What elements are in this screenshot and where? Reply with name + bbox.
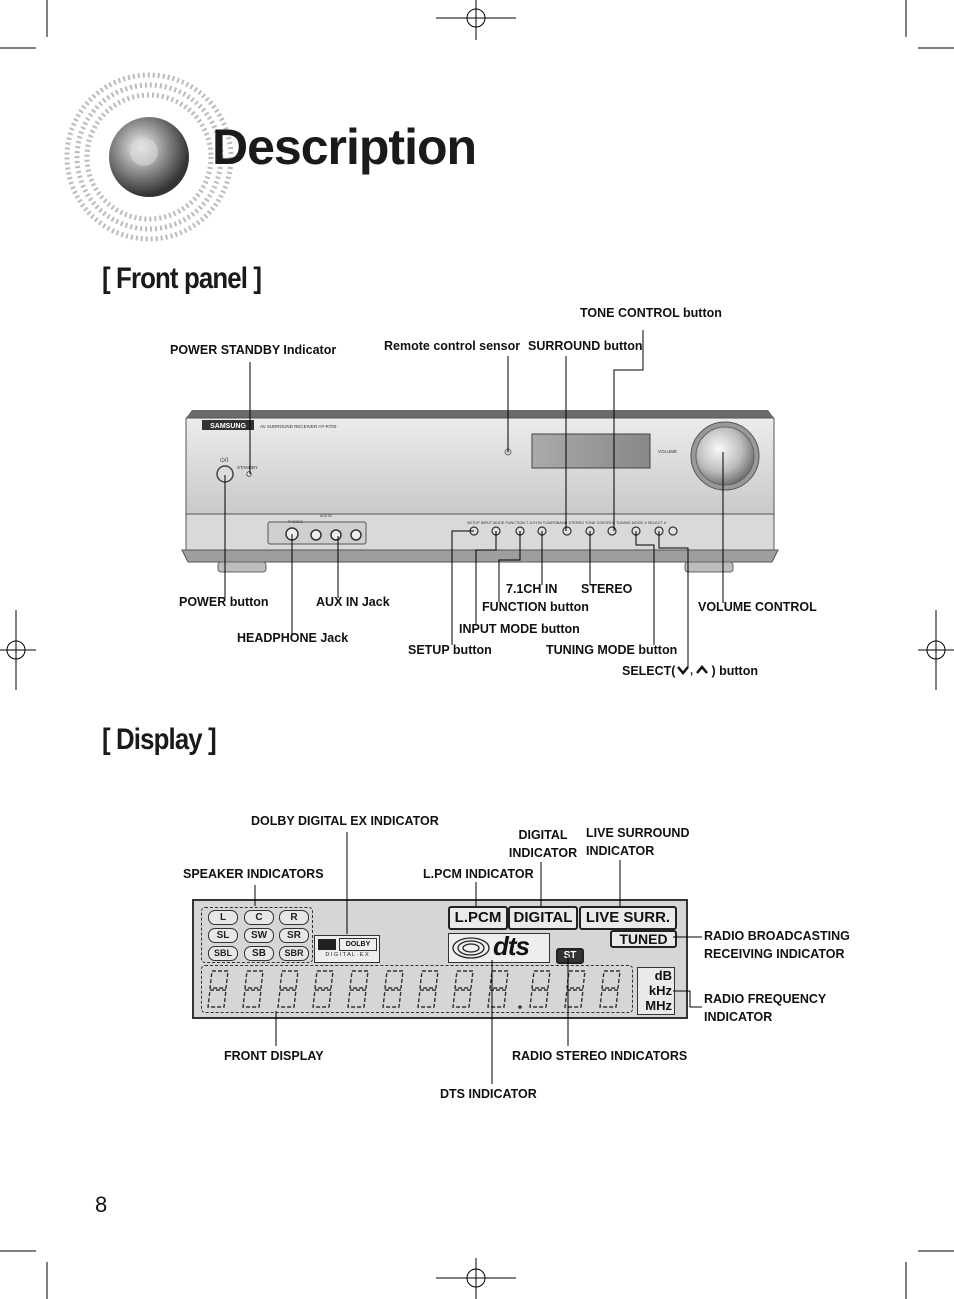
dolby-sub-text: D I G I T A L · E X: [325, 952, 369, 958]
dolby-ex-indicator: DOLBY D I G I T A L · E X: [314, 935, 380, 963]
unit-db: dB: [654, 968, 672, 983]
tuned-indicator: TUNED: [610, 930, 677, 948]
brand-text: SAMSUNG: [210, 423, 246, 430]
aux-text: AUX IN: [320, 514, 332, 518]
dolby-double-d-icon: [318, 939, 336, 950]
select-label: SELECT(, ) button: [622, 662, 758, 680]
front-panel-heading: [ Front panel ]: [102, 262, 262, 295]
tone-control-label: TONE CONTROL button: [580, 306, 722, 320]
digital-indicator: DIGITAL: [508, 906, 578, 930]
function-label: FUNCTION button: [482, 600, 589, 614]
radio-stereo-indicator: ST: [556, 948, 584, 964]
input-mode-label: INPUT MODE button: [459, 622, 580, 636]
surround-label: SURROUND button: [528, 339, 643, 353]
phones-text: PHONES: [288, 520, 303, 524]
speaker-sb-indicator: SB: [244, 946, 274, 961]
volume-knob[interactable]: [695, 426, 755, 486]
aux-jack-right[interactable]: [350, 529, 362, 541]
speaker-c-indicator: C: [244, 910, 274, 925]
speaker-sw-indicator: SW: [244, 928, 274, 943]
stereo-label: STEREO: [581, 582, 633, 596]
power-symbol-text: ⏻/I: [220, 457, 228, 464]
panel-display-window: [531, 433, 651, 469]
select-label-suffix: ) button: [711, 664, 758, 678]
power-button-label: POWER button: [179, 595, 269, 609]
unit-mhz: MHz: [645, 998, 672, 1013]
segment-digits-icon: [207, 970, 621, 1009]
button-row-text: SETUP INPUT MODE FUNCTION 7.1CH IN TUNER…: [467, 521, 667, 525]
unit-khz: kHz: [648, 983, 672, 998]
speaker-sl-indicator: SL: [208, 928, 238, 943]
speaker-indicator-group: [201, 907, 313, 963]
page-number: 8: [95, 1192, 108, 1217]
volume-control-label: VOLUME CONTROL: [698, 600, 817, 614]
digital-label: DIGITAL INDICATOR: [508, 828, 578, 860]
dts-disc-icon: [452, 937, 490, 959]
select-label-prefix: SELECT(: [622, 664, 676, 678]
front-display: [201, 965, 633, 1013]
radio-frequency-label: RADIO FREQUENCY INDICATOR: [704, 992, 827, 1024]
radio-broadcasting-label: RADIO BROADCASTING RECEIVING INDICATOR: [704, 929, 850, 961]
ch71-in-label: 7.1CH IN: [506, 582, 558, 596]
lcd-display-panel: L C R SL SW SR SBL SB SBR DOLBY D I G I …: [192, 899, 688, 1019]
setup-label: SETUP button: [408, 643, 492, 657]
dts-label: DTS INDICATOR: [440, 1087, 537, 1101]
dts-indicator: dts: [448, 931, 550, 963]
page-title: Description: [212, 119, 477, 175]
dolby-logo-text: DOLBY: [339, 938, 377, 951]
svg-text:,: ,: [690, 665, 693, 676]
speaker-sbr-indicator: SBR: [279, 946, 309, 961]
aux-in-label: AUX IN Jack: [316, 595, 390, 609]
dolby-ex-label: DOLBY DIGITAL EX INDICATOR: [251, 814, 439, 828]
lpcm-label: L.PCM INDICATOR: [423, 867, 534, 881]
speaker-graphic-icon: [64, 72, 234, 242]
select-up-panel-button[interactable]: [668, 526, 678, 536]
speaker-sbl-indicator: SBL: [208, 946, 238, 961]
live-surround-indicator: LIVE SURR.: [579, 906, 677, 930]
dts-logo-text: dts: [493, 931, 530, 961]
display-heading: [ Display ]: [102, 723, 217, 756]
speaker-r-indicator: R: [279, 910, 309, 925]
tuning-mode-label: TUNING MODE button: [546, 643, 678, 657]
power-standby-label: POWER STANDBY Indicator: [170, 343, 337, 357]
front-display-label: FRONT DISPLAY: [224, 1049, 324, 1063]
standby-text: STANDBY: [237, 465, 258, 470]
remote-sensor-label: Remote control sensor: [384, 339, 521, 353]
chevron-down-up-icon: ,: [677, 665, 709, 677]
volume-text: VOLUME: [658, 449, 677, 454]
aux-jack-video[interactable]: [310, 529, 322, 541]
lpcm-indicator: L.PCM: [448, 906, 508, 930]
speaker-indicators-label: SPEAKER INDICATORS: [183, 867, 324, 881]
headphone-label: HEADPHONE Jack: [237, 631, 349, 645]
surround-panel-button[interactable]: [562, 526, 572, 536]
live-surround-label: LIVE SURROUND INDICATOR: [586, 826, 690, 858]
speaker-sr-indicator: SR: [279, 928, 309, 943]
speaker-l-indicator: L: [208, 910, 238, 925]
receiver-front-panel: SAMSUNG AV SURROUND RECEIVER HT-R700 ⏻/I…: [181, 410, 779, 573]
model-text: AV SURROUND RECEIVER HT-R700: [260, 424, 337, 429]
radio-stereo-label: RADIO STEREO INDICATORS: [512, 1049, 688, 1063]
